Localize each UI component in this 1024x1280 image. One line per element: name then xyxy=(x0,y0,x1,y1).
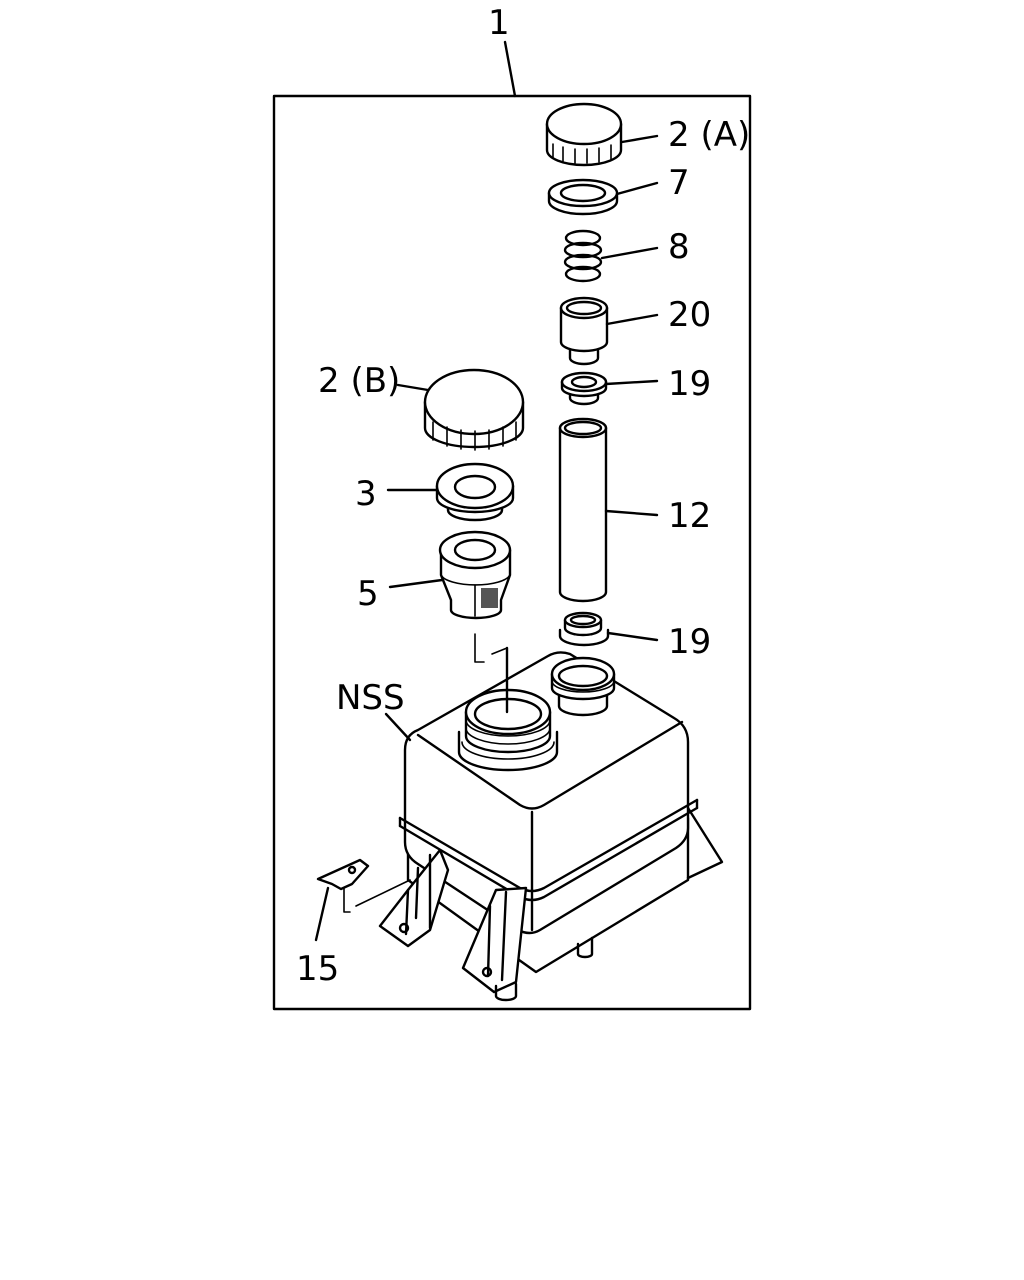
callout-19-lower: 19 xyxy=(606,622,711,662)
callout-7-label: 7 xyxy=(668,163,690,203)
seal-lower xyxy=(558,611,610,647)
callout-20: 20 xyxy=(605,295,711,335)
sleeve xyxy=(559,296,609,366)
callout-1: 1 xyxy=(488,3,517,98)
callout-15-label: 15 xyxy=(296,949,339,989)
callout-3-label: 3 xyxy=(355,474,377,514)
callout-2b-label: 2 (B) xyxy=(318,361,400,401)
grommet xyxy=(435,462,515,522)
callout-5-label: 5 xyxy=(357,574,379,614)
callout-5: 5 xyxy=(357,574,444,614)
callout-20-label: 20 xyxy=(668,295,711,335)
callout-2a: 2 (A) xyxy=(620,115,750,155)
callout-2a-label: 2 (A) xyxy=(668,115,750,155)
diagram-frame xyxy=(272,94,752,1011)
callout-7: 7 xyxy=(615,163,690,203)
washer xyxy=(547,178,619,216)
callout-19-upper: 19 xyxy=(604,364,711,404)
seal-upper xyxy=(560,371,608,406)
callout-19-upper-label: 19 xyxy=(668,364,711,404)
callout-nss: NSS xyxy=(336,678,412,742)
spring xyxy=(563,229,603,283)
callout-15: 15 xyxy=(296,886,339,989)
callout-12: 12 xyxy=(604,496,711,536)
callout-8-label: 8 xyxy=(668,227,690,267)
callout-8: 8 xyxy=(600,227,690,267)
callout-nss-label: NSS xyxy=(336,678,405,718)
bracket xyxy=(316,858,411,913)
strainer xyxy=(438,530,512,620)
tank xyxy=(378,646,724,1002)
callout-3: 3 xyxy=(355,474,438,514)
callout-19-lower-label: 19 xyxy=(668,622,711,662)
tube xyxy=(558,417,608,603)
callout-2b: 2 (B) xyxy=(318,361,430,401)
cap-b xyxy=(423,368,525,451)
callout-12-label: 12 xyxy=(668,496,711,536)
cap-a xyxy=(545,102,623,167)
callout-1-label: 1 xyxy=(488,3,510,43)
